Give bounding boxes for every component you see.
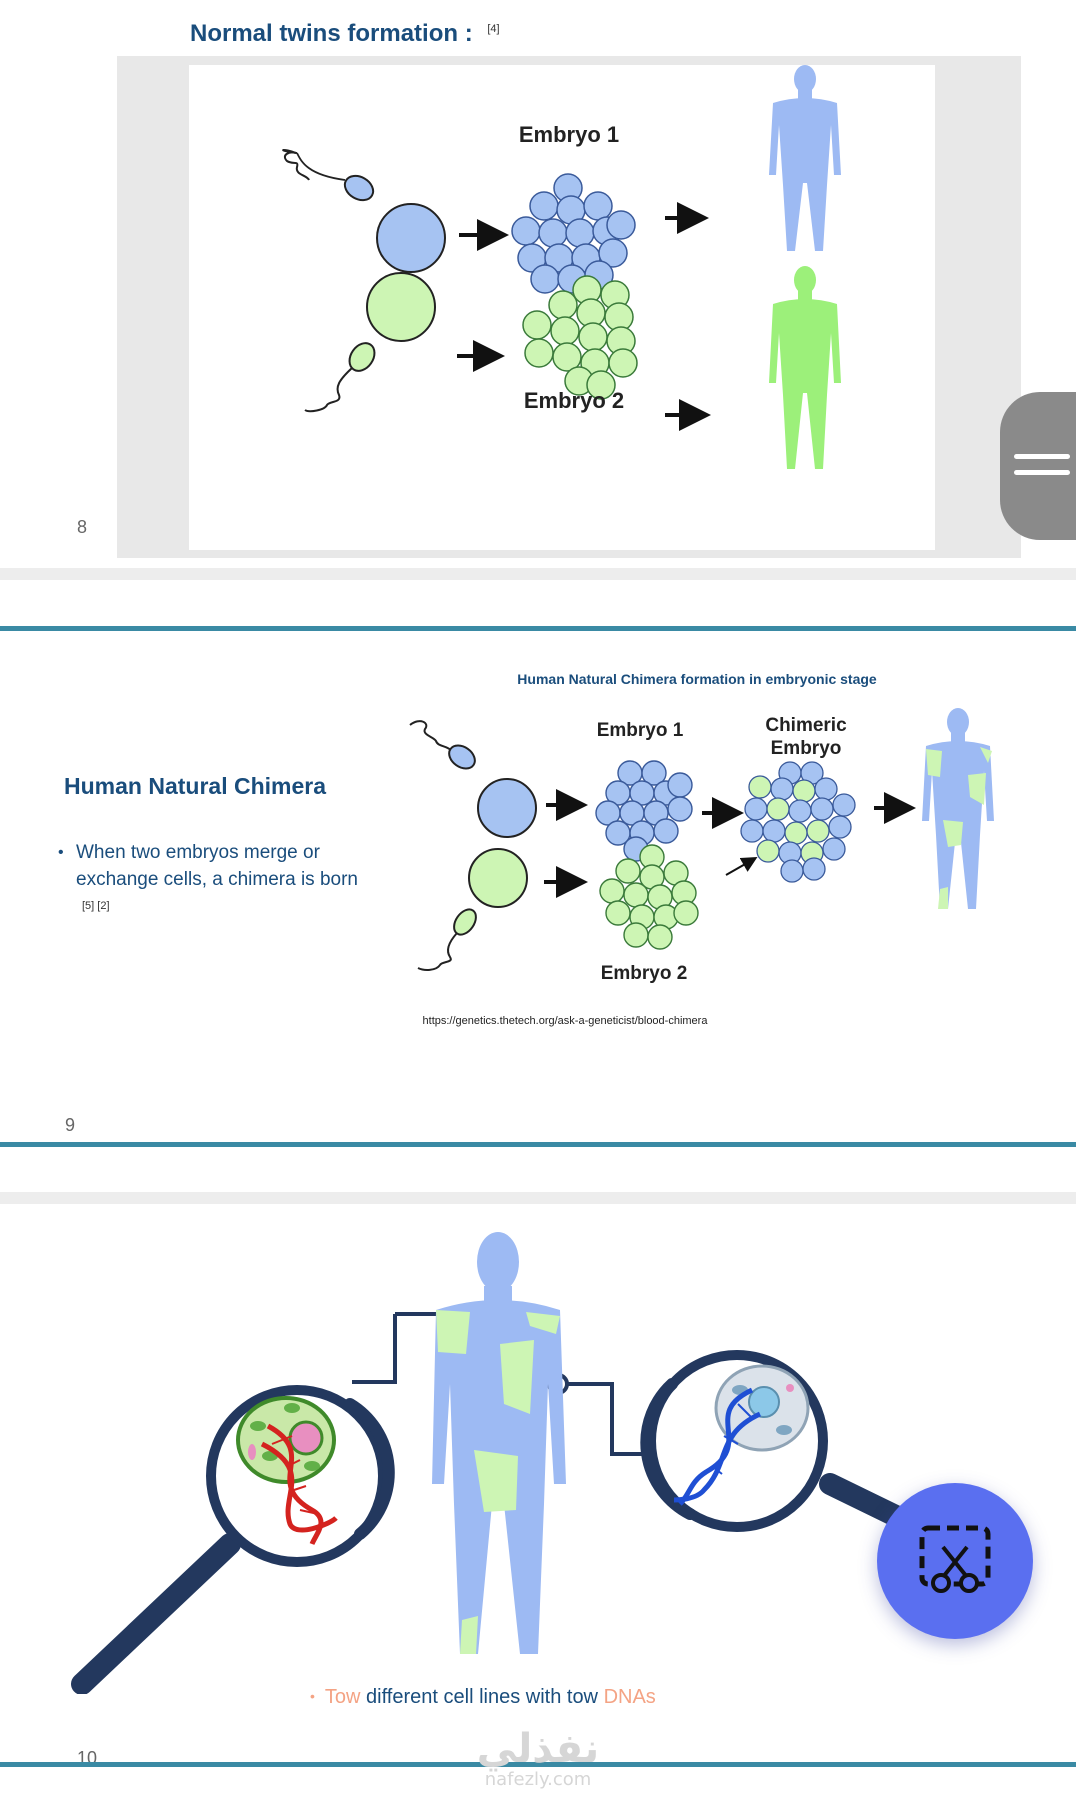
slide-9-title: Human Natural Chimera	[64, 773, 327, 799]
screenshot-crop-scissors-icon	[919, 1525, 991, 1593]
slide-9-bullet: • When two embryos merge or exchange cel…	[58, 839, 358, 924]
two-dna-diagram	[71, 1232, 919, 1694]
scroll-handle[interactable]	[1000, 392, 1076, 540]
slide-8-page-number: 8	[77, 517, 88, 537]
slide-10-bullet: • Tow different cell lines with tow DNAs	[310, 1686, 656, 1709]
chimera-embryo-1-cluster	[595, 760, 693, 862]
chimera-figure-title: Human Natural Chimera formation in embry…	[517, 671, 877, 687]
slide-8: Normal twins formation : [4] Embryo 1	[0, 0, 1076, 568]
dna-blue-icon	[673, 1387, 762, 1506]
slide-10-bottom-rule	[0, 1762, 1076, 1767]
watermark-arabic: نفذلي	[476, 1726, 600, 1772]
connector-right	[566, 1382, 660, 1456]
slide-10-word-tow: Tow	[324, 1686, 361, 1708]
slide-9: Human Natural Chimera • When two embryos…	[0, 580, 1076, 1192]
watermark-latin: nafezly.com	[484, 1769, 592, 1790]
sperm-tail-green	[304, 367, 353, 413]
chimera-embryo-2-cluster	[599, 844, 699, 950]
sperm-head-blue	[343, 174, 375, 202]
chimeric-embryo-cluster	[740, 761, 856, 883]
embryo-2-label: Embryo 2	[524, 388, 624, 413]
bullet-dot: •	[58, 844, 64, 861]
human-figure-blue	[769, 65, 841, 251]
chimera-source-url: https://genetics.thetech.org/ask-a-genet…	[423, 1015, 709, 1027]
slide-10: •Tow different cell lines with tow DNAs …	[0, 1204, 1076, 1794]
slide-10-bullet-dot: •	[310, 1688, 315, 1704]
slide-9-bullet-ref: [5] [2]	[82, 900, 110, 912]
chimeric-label-line1: Chimeric	[765, 715, 847, 736]
embryo-1-cluster	[511, 173, 636, 294]
slide-9-bottom-rule	[0, 1142, 1076, 1147]
slide-8-title-text: Normal twins formation :	[190, 20, 473, 47]
chimera-embryo-2-label: Embryo 2	[601, 963, 688, 984]
chimeric-label-line2: Embryo	[771, 738, 842, 759]
slide-10-bullet-mid: different cell lines with tow	[360, 1686, 604, 1708]
dna-red-icon	[260, 1423, 338, 1546]
slide-separator-2	[0, 1192, 1076, 1204]
chimera-formation-diagram: Human Natural Chimera formation in embry…	[409, 671, 994, 1027]
slide-9-page-number: 9	[65, 1115, 76, 1135]
sperm-head-green	[348, 342, 376, 372]
slide-separator-1	[0, 568, 1076, 580]
egg-cell-blue	[376, 203, 446, 273]
screenshot-crop-button[interactable]	[877, 1483, 1033, 1639]
magnifier-left-handle	[71, 1533, 241, 1694]
sperm-tail-blue	[283, 151, 310, 181]
chimera-body-illustration	[432, 1232, 566, 1654]
chimera-human-figure	[922, 708, 994, 909]
human-figure-green	[769, 266, 841, 469]
slide-8-title-ref: [4]	[487, 23, 500, 35]
slide-8-title: Normal twins formation : [4]	[190, 20, 500, 48]
slide-10-word-dnas: DNAs	[603, 1686, 656, 1708]
embryo-2-cluster	[522, 275, 638, 400]
egg-cell-green	[366, 272, 436, 342]
embryo-1-label: Embryo 1	[519, 122, 619, 147]
menu-handle-icon	[1000, 392, 1076, 540]
slide-9-top-rule	[0, 626, 1076, 631]
normal-twins-diagram: Embryo 1 Embryo 2	[189, 65, 935, 550]
connector-left	[352, 1314, 397, 1384]
plant-cell-icon	[236, 1396, 336, 1484]
slide-9-bullet-text: When two embryos merge or exchange cells…	[76, 842, 358, 890]
chimera-embryo-1-label: Embryo 1	[597, 720, 684, 741]
